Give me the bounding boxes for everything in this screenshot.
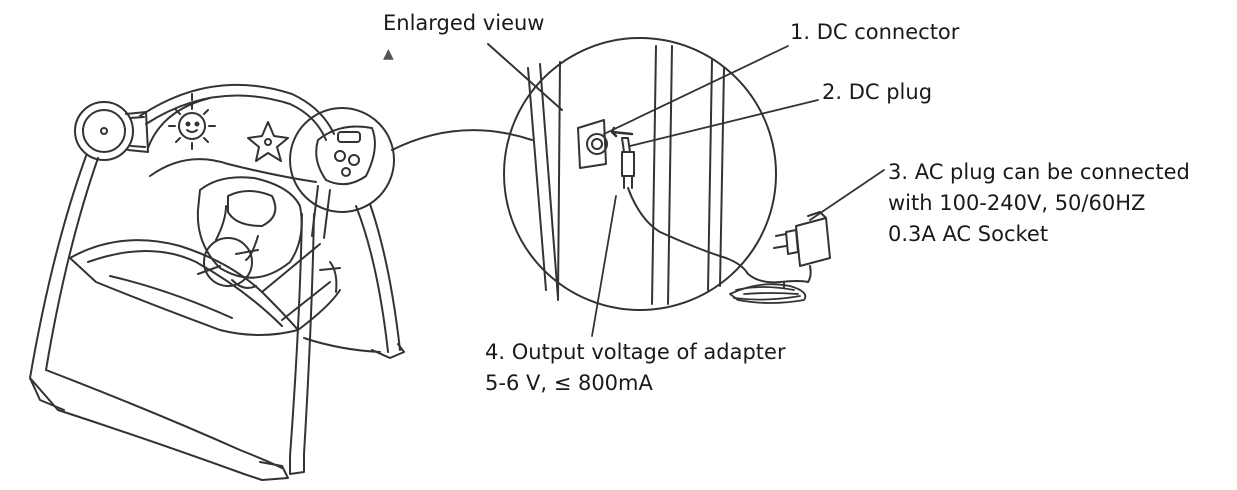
ac-plug-line-1: 3. AC plug can be connected — [888, 160, 1190, 184]
dc-connector-socket — [577, 119, 608, 169]
callout-lines — [591, 45, 885, 337]
dc-connector-label: 1. DC connector — [790, 17, 959, 48]
left-pivot-hub — [74, 101, 149, 161]
triangle-up-icon: ▲ — [383, 46, 394, 62]
ac-adapter — [725, 211, 831, 304]
baby-swing-illustration — [29, 83, 405, 481]
enlarged-view-text: Enlarged vieuw — [383, 11, 545, 35]
leader-ac-plug — [809, 169, 885, 221]
control-unit — [289, 107, 395, 239]
leader-dc-connector — [603, 45, 789, 135]
swing-frame — [29, 155, 405, 481]
dc-connector-text: 1. DC connector — [790, 20, 960, 44]
sun-toy — [168, 93, 216, 150]
leader-dc-plug — [629, 99, 819, 147]
swing-seat — [69, 158, 341, 336]
enlarged-view-label: Enlarged vieuw ▲ — [383, 8, 544, 70]
output-voltage-label: 4. Output voltage of adapter 5-6 V, ≤ 80… — [485, 337, 786, 399]
cable-coil — [729, 283, 807, 304]
toy-arch — [139, 83, 335, 149]
ac-plug-line-3: 0.3A AC Socket — [888, 222, 1049, 246]
leader-output-voltage — [591, 195, 617, 337]
star-toy — [247, 121, 289, 162]
output-voltage-line-1: 4. Output voltage of adapter — [485, 340, 786, 364]
ac-plug-line-2: with 100-240V, 50/60HZ — [888, 191, 1146, 215]
ac-plug-label: 3. AC plug can be connected with 100-240… — [888, 157, 1190, 250]
dc-plug-text: 2. DC plug — [822, 80, 933, 104]
dc-plug-label: 2. DC plug — [822, 77, 932, 108]
enlarged-view-circle — [391, 37, 777, 311]
dc-plug — [621, 137, 727, 259]
output-voltage-line-2: 5-6 V, ≤ 800mA — [485, 371, 653, 395]
